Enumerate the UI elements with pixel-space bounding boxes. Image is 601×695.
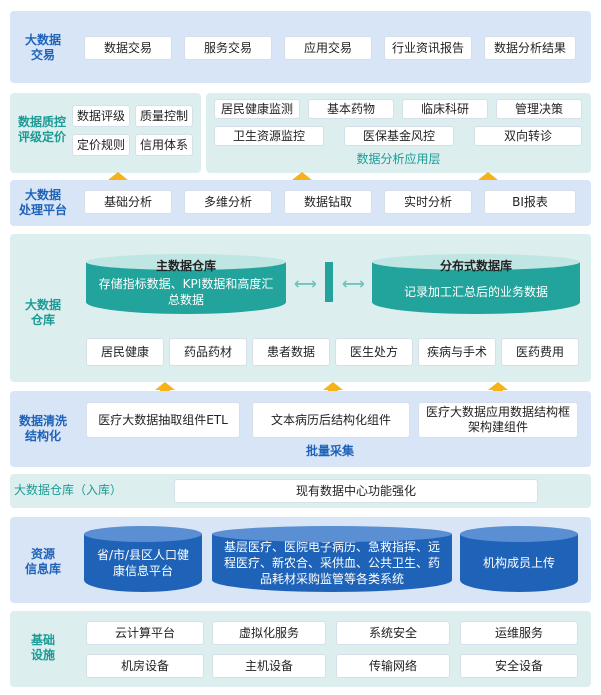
warehouse-label: 大数据 仓库 — [24, 298, 61, 327]
distributed-db-cylinder: 记录加工汇总后的业务数据 — [372, 254, 580, 314]
processing-item-drill[interactable]: 数据钻取 — [284, 190, 372, 214]
resource-cylinder-platform: 省/市/县区人口健康信息平台 — [84, 526, 202, 592]
processing-item-multidim[interactable]: 多维分析 — [184, 190, 272, 214]
divider-bar — [325, 262, 333, 302]
processing-item-bi[interactable]: BI报表 — [484, 190, 576, 214]
trade-item-service[interactable]: 服务交易 — [184, 36, 272, 60]
trade-item-app[interactable]: 应用交易 — [284, 36, 372, 60]
double-arrow-icon: ⟷ — [342, 274, 365, 293]
resource-platform-text: 省/市/县区人口健康信息平台 — [96, 548, 190, 578]
infra-item-host[interactable]: 主机设备 — [212, 654, 326, 678]
app-item-referral[interactable]: 双向转诊 — [474, 126, 582, 146]
processing-item-realtime[interactable]: 实时分析 — [384, 190, 472, 214]
warehouse-item-disease-surgery[interactable]: 疾病与手术 — [418, 338, 496, 366]
infra-item-system-security[interactable]: 系统安全 — [336, 621, 450, 645]
resource-cylinder-upload: 机构成员上传 — [460, 526, 578, 592]
cleaning-item-framework[interactable]: 医疗大数据应用数据结构框架构建组件 — [418, 402, 578, 438]
cleaning-footer: 批量采集 — [305, 443, 354, 458]
distributed-db-text: 记录加工汇总后的业务数据 — [403, 285, 548, 299]
warehouse-item-medical-cost[interactable]: 医药费用 — [501, 338, 579, 366]
master-warehouse-text: 存储指标数据、KPI数据和高度汇总数据 — [98, 277, 274, 307]
master-warehouse-title: 主数据仓库 — [155, 259, 216, 273]
infra-item-cloud[interactable]: 云计算平台 — [86, 621, 204, 645]
distributed-db-title: 分布式数据库 — [439, 259, 512, 273]
inbound-label: 大数据仓库（入库） — [14, 482, 123, 497]
warehouse-item-drugs[interactable]: 药品药材 — [169, 338, 247, 366]
cleaning-item-emr-structuring[interactable]: 文本病历后结构化组件 — [252, 402, 410, 438]
quality-item-control[interactable]: 质量控制 — [135, 105, 193, 127]
app-item-essential-drugs[interactable]: 基本药物 — [308, 99, 394, 119]
inbound-item[interactable]: 现有数据中心功能强化 — [174, 479, 538, 503]
resource-cylinder-systems: 基层医疗、医院电子病历、急救指挥、远程医疗、新农合、采供血、公共卫生、药品耗材采… — [212, 526, 452, 592]
trade-item-analysis[interactable]: 数据分析结果 — [484, 36, 576, 60]
quality-item-pricing[interactable]: 定价规则 — [72, 134, 130, 156]
quality-label: 数据质控 评级定价 — [17, 115, 66, 144]
infra-item-machine-room[interactable]: 机房设备 — [86, 654, 204, 678]
trade-label: 大数据 交易 — [24, 33, 61, 62]
trade-item-report[interactable]: 行业资讯报告 — [384, 36, 472, 60]
cleaning-label: 数据清洗 结构化 — [18, 414, 67, 443]
warehouse-item-patient-data[interactable]: 患者数据 — [252, 338, 330, 366]
processing-item-basic[interactable]: 基础分析 — [84, 190, 172, 214]
infra-item-virtualization[interactable]: 虚拟化服务 — [212, 621, 326, 645]
resource-systems-text: 基层医疗、医院电子病历、急救指挥、远程医疗、新农合、采供血、公共卫生、药品耗材采… — [224, 540, 441, 586]
app-item-clinical-research[interactable]: 临床科研 — [402, 99, 488, 119]
resource-upload-text: 机构成员上传 — [482, 556, 555, 570]
app-item-insurance-risk[interactable]: 医保基金风控 — [344, 126, 454, 146]
resources-label: 资源 信息库 — [24, 547, 61, 576]
double-arrow-icon: ⟷ — [294, 274, 317, 293]
app-item-decision[interactable]: 管理决策 — [496, 99, 582, 119]
trade-item-data[interactable]: 数据交易 — [84, 36, 172, 60]
apps-footer: 数据分析应用层 — [356, 151, 441, 166]
infra-item-ops[interactable]: 运维服务 — [460, 621, 578, 645]
master-warehouse-cylinder: 存储指标数据、KPI数据和高度汇总数据 — [86, 254, 286, 314]
infra-label: 基础 设施 — [30, 633, 55, 662]
app-item-resource-monitor[interactable]: 卫生资源监控 — [214, 126, 324, 146]
warehouse-item-resident-health[interactable]: 居民健康 — [86, 338, 164, 366]
app-item-health-monitor[interactable]: 居民健康监测 — [214, 99, 300, 119]
infra-item-network[interactable]: 传输网络 — [336, 654, 450, 678]
infra-item-security-devices[interactable]: 安全设备 — [460, 654, 578, 678]
quality-item-rating[interactable]: 数据评级 — [72, 105, 130, 127]
cleaning-item-etl[interactable]: 医疗大数据抽取组件ETL — [86, 402, 240, 438]
quality-item-credit[interactable]: 信用体系 — [135, 134, 193, 156]
warehouse-item-prescription[interactable]: 医生处方 — [335, 338, 413, 366]
processing-label: 大数据 处理平台 — [18, 188, 67, 217]
